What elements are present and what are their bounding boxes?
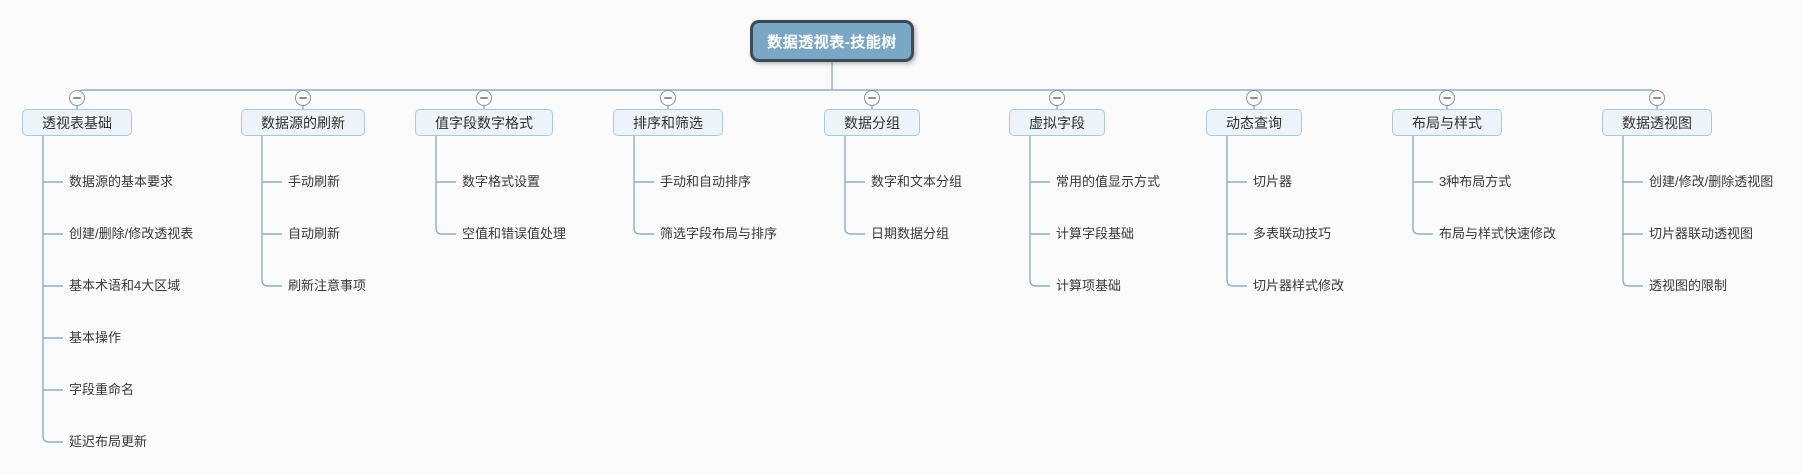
leaf-node[interactable]: 创建/修改/删除透视图 bbox=[1649, 174, 1774, 189]
leaf-node[interactable]: 延迟布局更新 bbox=[69, 434, 148, 449]
leaf-node[interactable]: 日期数据分组 bbox=[871, 226, 950, 241]
branch-label: 排序和筛选 bbox=[633, 114, 703, 131]
leaf-node[interactable]: 创建/删除/修改透视表 bbox=[69, 226, 194, 241]
leaf-node[interactable]: 基本操作 bbox=[69, 330, 122, 345]
minus-icon bbox=[1250, 97, 1258, 99]
leaf-node[interactable]: 基本术语和4大区域 bbox=[69, 278, 181, 293]
branch-node[interactable]: 值字段数字格式 bbox=[415, 109, 553, 136]
leaf-node[interactable]: 数据源的基本要求 bbox=[69, 174, 174, 189]
leaf-node[interactable]: 计算项基础 bbox=[1056, 278, 1122, 293]
minus-icon bbox=[664, 97, 672, 99]
root-node[interactable]: 数据透视表-技能树 bbox=[750, 20, 914, 62]
leaf-node[interactable]: 切片器联动透视图 bbox=[1649, 226, 1754, 241]
leaf-node[interactable]: 字段重命名 bbox=[69, 382, 135, 397]
branch-label: 布局与样式 bbox=[1412, 114, 1482, 131]
minus-icon bbox=[73, 97, 81, 99]
minus-icon bbox=[1653, 97, 1661, 99]
leaf-node[interactable]: 常用的值显示方式 bbox=[1056, 174, 1161, 189]
branch-node[interactable]: 排序和筛选 bbox=[613, 109, 723, 136]
leaf-node[interactable]: 手动和自动排序 bbox=[660, 174, 752, 189]
minus-icon bbox=[1053, 97, 1061, 99]
leaf-node[interactable]: 布局与样式快速修改 bbox=[1439, 226, 1557, 241]
collapse-minus-button[interactable] bbox=[660, 90, 676, 106]
branch-label: 动态查询 bbox=[1226, 114, 1282, 131]
collapse-minus-button[interactable] bbox=[1439, 90, 1455, 106]
collapse-minus-button[interactable] bbox=[1246, 90, 1262, 106]
leaf-node[interactable]: 多表联动技巧 bbox=[1253, 226, 1332, 241]
leaf-node[interactable]: 数字和文本分组 bbox=[871, 174, 963, 189]
leaf-node[interactable]: 自动刷新 bbox=[288, 226, 341, 241]
branch-label: 值字段数字格式 bbox=[435, 114, 533, 131]
branch-node[interactable]: 动态查询 bbox=[1206, 109, 1302, 136]
minus-icon bbox=[868, 97, 876, 99]
branch-label: 数据分组 bbox=[844, 114, 900, 131]
leaf-node[interactable]: 计算字段基础 bbox=[1056, 226, 1135, 241]
branch-node[interactable]: 透视表基础 bbox=[22, 109, 132, 136]
branch-label: 数据源的刷新 bbox=[261, 114, 345, 131]
collapse-minus-button[interactable] bbox=[1649, 90, 1665, 106]
leaf-node[interactable]: 透视图的限制 bbox=[1649, 278, 1728, 293]
leaf-node[interactable]: 手动刷新 bbox=[288, 174, 341, 189]
leaf-node[interactable]: 数字格式设置 bbox=[462, 174, 541, 189]
collapse-minus-button[interactable] bbox=[1049, 90, 1065, 106]
minus-icon bbox=[299, 97, 307, 99]
collapse-minus-button[interactable] bbox=[864, 90, 880, 106]
branch-node[interactable]: 数据分组 bbox=[824, 109, 920, 136]
leaf-node[interactable]: 刷新注意事项 bbox=[288, 278, 367, 293]
leaf-node[interactable]: 切片器 bbox=[1253, 174, 1293, 189]
root-label: 数据透视表-技能树 bbox=[767, 33, 897, 51]
branch-label: 数据透视图 bbox=[1622, 114, 1692, 131]
minus-icon bbox=[1443, 97, 1451, 99]
leaf-node[interactable]: 3种布局方式 bbox=[1439, 174, 1512, 189]
collapse-minus-button[interactable] bbox=[69, 90, 85, 106]
branch-node[interactable]: 数据透视图 bbox=[1602, 109, 1712, 136]
branch-node[interactable]: 虚拟字段 bbox=[1009, 109, 1105, 136]
branch-label: 透视表基础 bbox=[42, 114, 112, 131]
branch-node[interactable]: 数据源的刷新 bbox=[241, 109, 365, 136]
leaf-node[interactable]: 空值和错误值处理 bbox=[462, 226, 567, 241]
collapse-minus-button[interactable] bbox=[476, 90, 492, 106]
branch-node[interactable]: 布局与样式 bbox=[1392, 109, 1502, 136]
leaf-node[interactable]: 切片器样式修改 bbox=[1253, 278, 1345, 293]
branch-label: 虚拟字段 bbox=[1029, 114, 1085, 131]
collapse-minus-button[interactable] bbox=[295, 90, 311, 106]
minus-icon bbox=[480, 97, 488, 99]
leaf-node[interactable]: 筛选字段布局与排序 bbox=[660, 226, 778, 241]
